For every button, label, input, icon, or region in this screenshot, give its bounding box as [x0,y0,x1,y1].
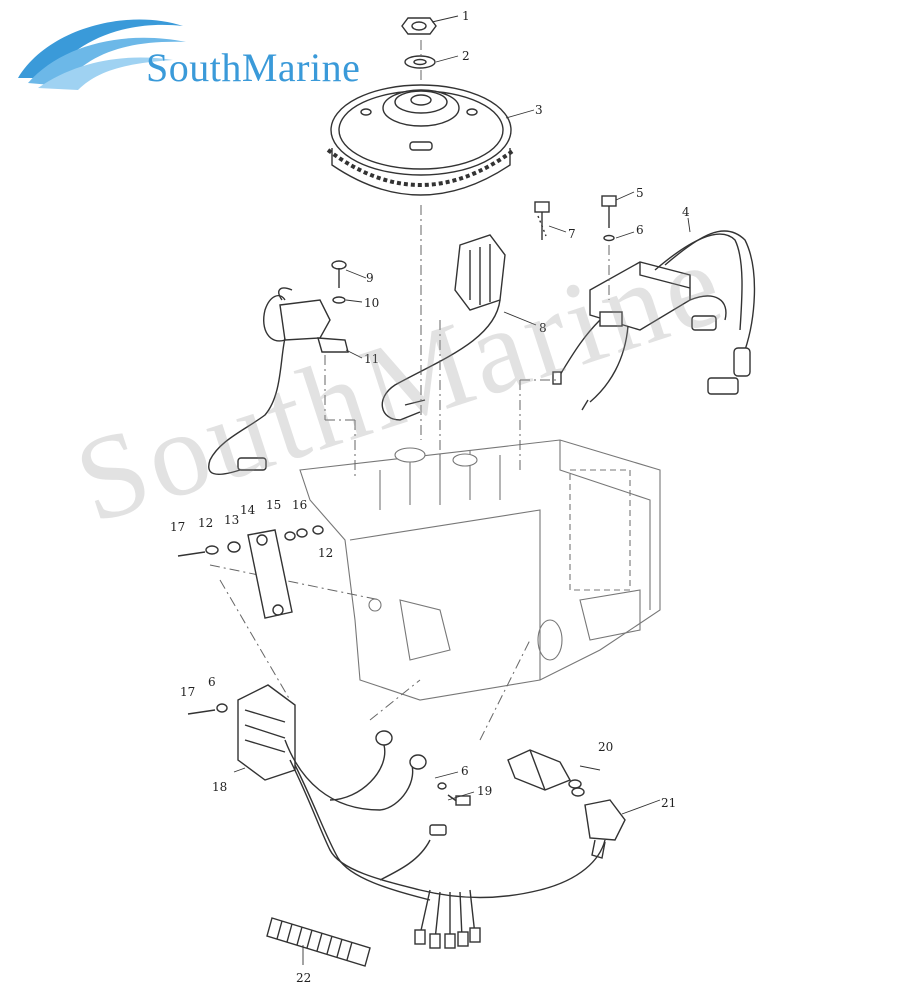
bolt-part [601,195,617,242]
callout-label: 22 [296,971,311,985]
callout-label: 19 [477,784,492,798]
callout-label: 20 [598,740,613,754]
spiral-tube-part [266,917,371,967]
callout-label: 1 [462,9,470,23]
callout-label: 9 [366,271,374,285]
pulser-coil-part [381,234,506,421]
rectifier-part [187,684,296,781]
callout-label: 17 [170,520,185,534]
mounting-plate-part [177,525,324,619]
wave-logo-icon [18,19,186,90]
bolt-part [534,201,550,240]
callout-label: 15 [266,498,281,512]
callout-label: 2 [462,49,470,63]
callout-label: 12 [318,546,333,560]
temperature-sensor-part [437,749,582,806]
sensor-lead-part [571,787,626,859]
callout-label: 18 [212,780,227,794]
callout-label: 7 [568,227,576,241]
ignition-coil-part [552,230,756,411]
callout-label: 17 [180,685,195,699]
callout-label: 13 [224,513,239,527]
callout-label: 14 [240,503,256,517]
callout-label: 3 [535,103,543,117]
callout-label: 10 [364,296,379,310]
engine-block-part [299,439,661,701]
callout-label: 16 [292,498,307,512]
callout-label: 6 [636,223,644,237]
callout-label: 8 [539,321,547,335]
wiring-harness-part [284,730,606,949]
callout-label: 5 [636,186,644,200]
callout-label: 12 [198,516,213,530]
charge-coil-part [208,287,349,476]
washer-part [404,55,436,69]
callout-label: 11 [364,352,379,366]
callout-labels: 1 2 3 4 5 6 7 8 9 10 11 12 13 14 15 16 1… [170,9,690,985]
flywheel-part [326,84,516,196]
screw-part [331,260,347,304]
callout-label: 21 [661,796,676,810]
callout-label: 6 [208,675,216,689]
callout-label: 4 [682,205,690,219]
nut-part [401,17,437,35]
brand-logo-text: SouthMarine [146,45,361,90]
callout-label: 6 [461,764,469,778]
